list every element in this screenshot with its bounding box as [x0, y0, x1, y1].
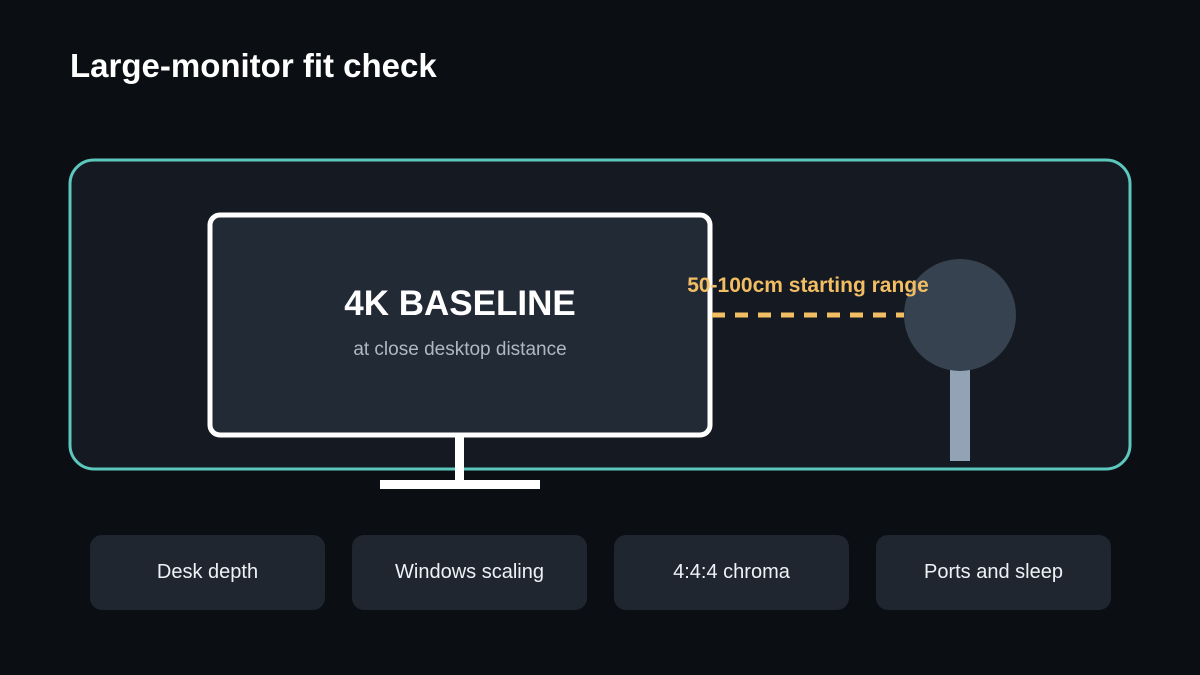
monitor-heading: 4K BASELINE: [344, 284, 575, 323]
chip-desk-depth[interactable]: Desk depth: [90, 535, 325, 610]
viewer-body: [950, 370, 970, 461]
monitor-neck: [455, 434, 464, 482]
monitor-screen: [207, 212, 713, 438]
page-title: Large-monitor fit check: [70, 47, 437, 84]
chip-ports-sleep[interactable]: Ports and sleep: [876, 535, 1111, 610]
distance-label: 50-100cm starting range: [687, 274, 929, 297]
chip-chroma[interactable]: 4:4:4 chroma: [614, 535, 849, 610]
chip-windows-scaling[interactable]: Windows scaling: [352, 535, 587, 610]
topic-chips: Desk depth Windows scaling 4:4:4 chroma …: [90, 535, 1111, 610]
viewer-head: [904, 259, 1016, 371]
monitor-subtext: at close desktop distance: [353, 339, 566, 360]
monitor-foot: [380, 480, 540, 489]
